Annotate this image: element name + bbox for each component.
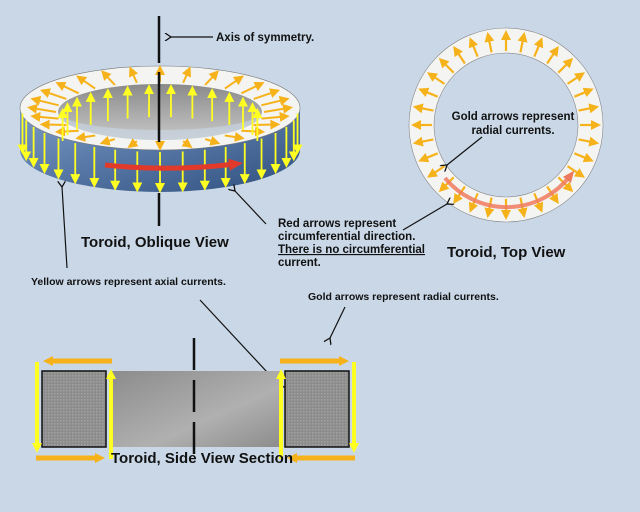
radial-arrow-icon	[453, 46, 466, 65]
oblique-view-title: Toroid, Oblique View	[81, 234, 229, 251]
radial-arrow-icon	[181, 138, 193, 148]
radial-arrow-icon	[573, 152, 594, 163]
radial-arrow-icon	[101, 70, 116, 86]
oblique-view	[17, 16, 303, 226]
radial-arrow-icon	[533, 37, 544, 58]
red-note-line2: circumferential direction.	[278, 231, 415, 243]
radial-arrow-icon	[39, 88, 67, 100]
radial-arrow-icon	[418, 87, 439, 98]
top-gold-pointer-arrow	[447, 136, 483, 165]
red-note-line1: Red arrows represent	[278, 218, 396, 230]
radial-arrow-icon	[253, 88, 281, 100]
radial-arrow-icon	[30, 111, 59, 122]
radial-arrow-icon	[546, 46, 559, 65]
oblique-inner-axial-arrows	[57, 84, 263, 141]
core-section	[112, 371, 282, 447]
right-cross-section	[284, 370, 350, 448]
top-ring-hole	[433, 52, 579, 198]
radial-arrow-icon	[224, 75, 244, 90]
red-note-line3: There is no circumferential	[278, 244, 425, 256]
radial-arrow-icon	[427, 72, 446, 85]
red-note-pointer-right	[402, 204, 447, 231]
radial-arrow-icon	[55, 81, 80, 95]
radial-arrow-icon	[261, 95, 290, 107]
radial-arrow-icon	[27, 103, 57, 114]
circumferential-arrow-top	[443, 170, 575, 210]
radial-arrow-icon	[578, 103, 600, 114]
top-gold-note-line1: Gold arrows represent	[452, 111, 575, 123]
radial-arrow-icon	[557, 57, 574, 74]
radial-arrow-icon	[263, 103, 293, 114]
red-note-line4: current.	[278, 257, 321, 269]
radial-arrow-icon	[412, 103, 434, 114]
red-note-pointer-left	[235, 191, 267, 225]
radial-arrow-icon	[99, 135, 116, 146]
radial-arrow-icon	[573, 87, 594, 98]
axis-of-symmetry-label: Axis of symmetry.	[216, 32, 314, 44]
top-view-title: Toroid, Top View	[447, 244, 566, 261]
circumferential-arrow-oblique	[104, 158, 243, 171]
top-radial-arrows	[411, 30, 601, 220]
left-cross-section	[41, 370, 107, 448]
radial-arrow-icon	[261, 111, 290, 122]
radial-arrow-icon	[76, 75, 96, 90]
radial-arrow-icon	[578, 136, 600, 147]
radial-arrow-icon	[127, 138, 139, 148]
radial-arrow-icon	[75, 132, 96, 142]
side-gold-pointer-arrow	[330, 306, 346, 338]
hole-bottom-floor	[58, 112, 262, 140]
radial-arrow-icon	[129, 66, 139, 84]
side-view-title: Toroid, Side View Section	[111, 450, 293, 467]
radial-arrow-icon	[412, 136, 434, 147]
radial-arrow-icon	[418, 152, 439, 163]
side-view-section	[32, 338, 359, 463]
radial-arrow-icon	[468, 37, 479, 58]
radial-arrow-icon	[30, 95, 59, 107]
radial-arrow-icon	[224, 132, 245, 142]
top-gold-note-line2: radial currents.	[471, 125, 554, 137]
radial-arrow-icon	[204, 70, 219, 86]
radial-arrow-icon	[566, 72, 585, 85]
radial-arrow-icon	[438, 57, 455, 74]
radial-arrow-icon	[204, 135, 221, 146]
yellow-axial-note: Yellow arrows represent axial currents.	[31, 276, 226, 288]
side-gold-note: Gold arrows represent radial currents.	[308, 291, 499, 303]
radial-arrow-icon	[240, 81, 265, 95]
radial-arrow-icon	[181, 66, 191, 84]
yellow-note-pointer-up	[62, 187, 68, 269]
radial-arrow-icon	[484, 31, 495, 53]
top-view	[408, 27, 604, 223]
radial-arrow-icon	[517, 31, 528, 53]
